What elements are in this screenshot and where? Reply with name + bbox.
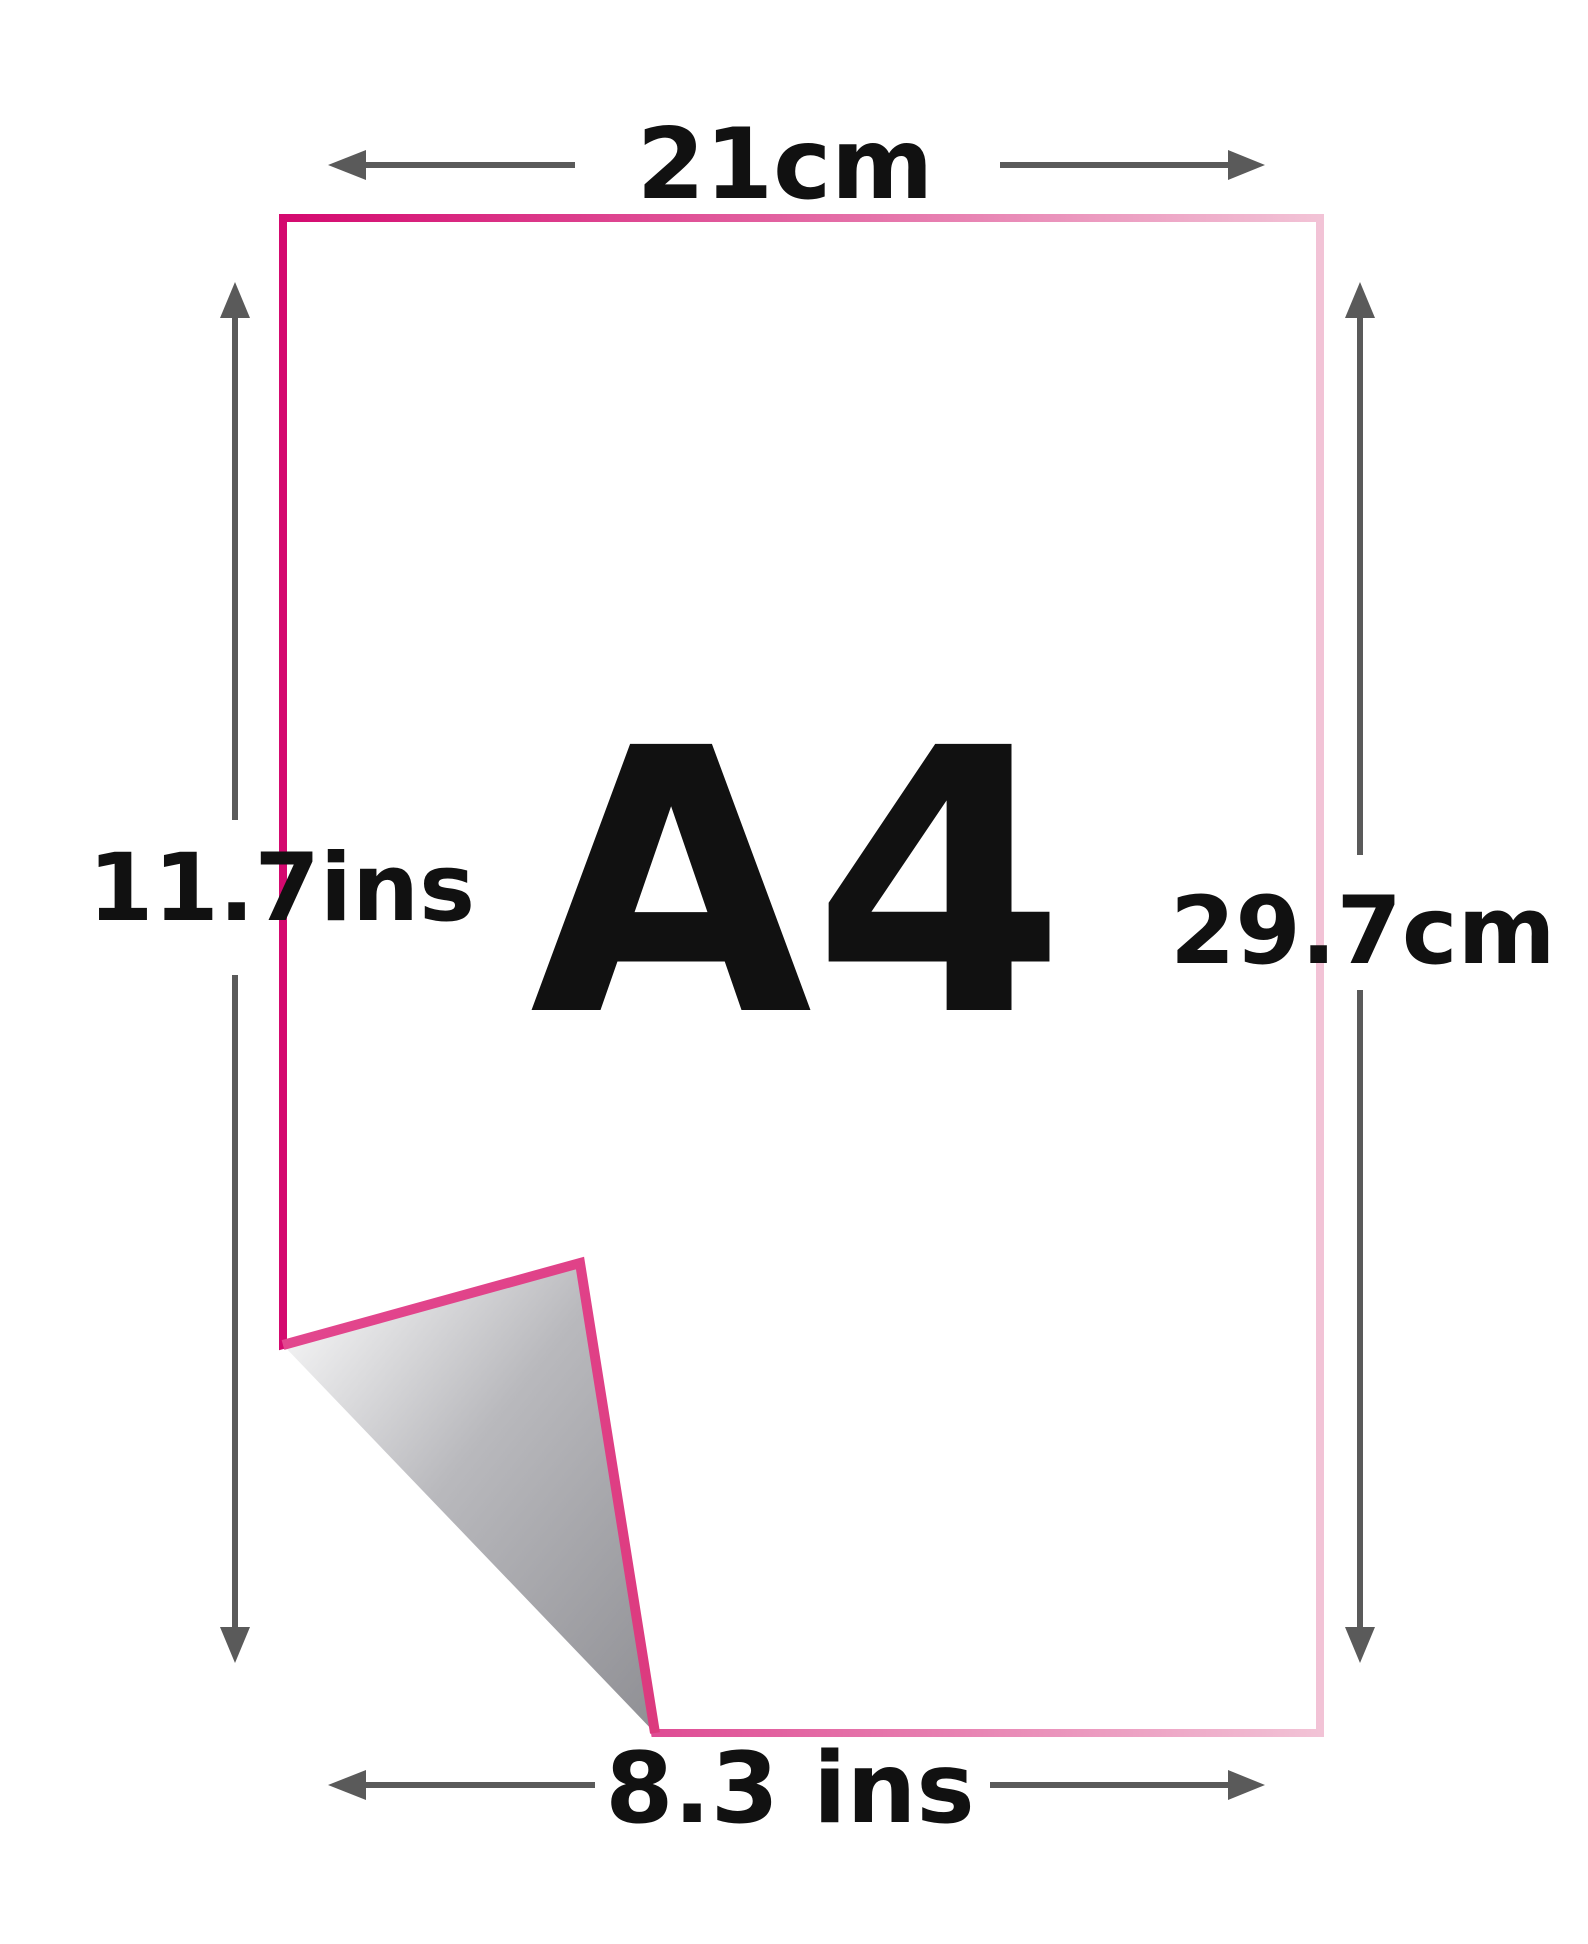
up-arrow-icon: [220, 282, 250, 318]
width-in-label: 8.3 ins: [605, 1732, 974, 1846]
bottom-dimension-arrows: [328, 1770, 1265, 1800]
right-arrow-icon: [1228, 1770, 1265, 1800]
top-dimension-arrows: [328, 150, 1265, 180]
down-arrow-icon: [220, 1627, 250, 1663]
up-arrow-icon: [1345, 282, 1375, 318]
width-cm-label: 21cm: [637, 108, 934, 222]
left-arrow-icon: [328, 150, 366, 180]
down-arrow-icon: [1345, 1627, 1375, 1663]
left-arrow-icon: [328, 1770, 366, 1800]
height-in-label: 11.7ins: [88, 834, 475, 943]
right-arrow-icon: [1228, 150, 1265, 180]
right-dimension-arrows: [1345, 282, 1375, 1663]
page-curl-icon: [281, 1256, 660, 1734]
paper-size-title: A4: [530, 672, 1066, 1097]
left-dimension-arrows: [220, 282, 250, 1663]
height-cm-label: 29.7cm: [1170, 877, 1556, 986]
